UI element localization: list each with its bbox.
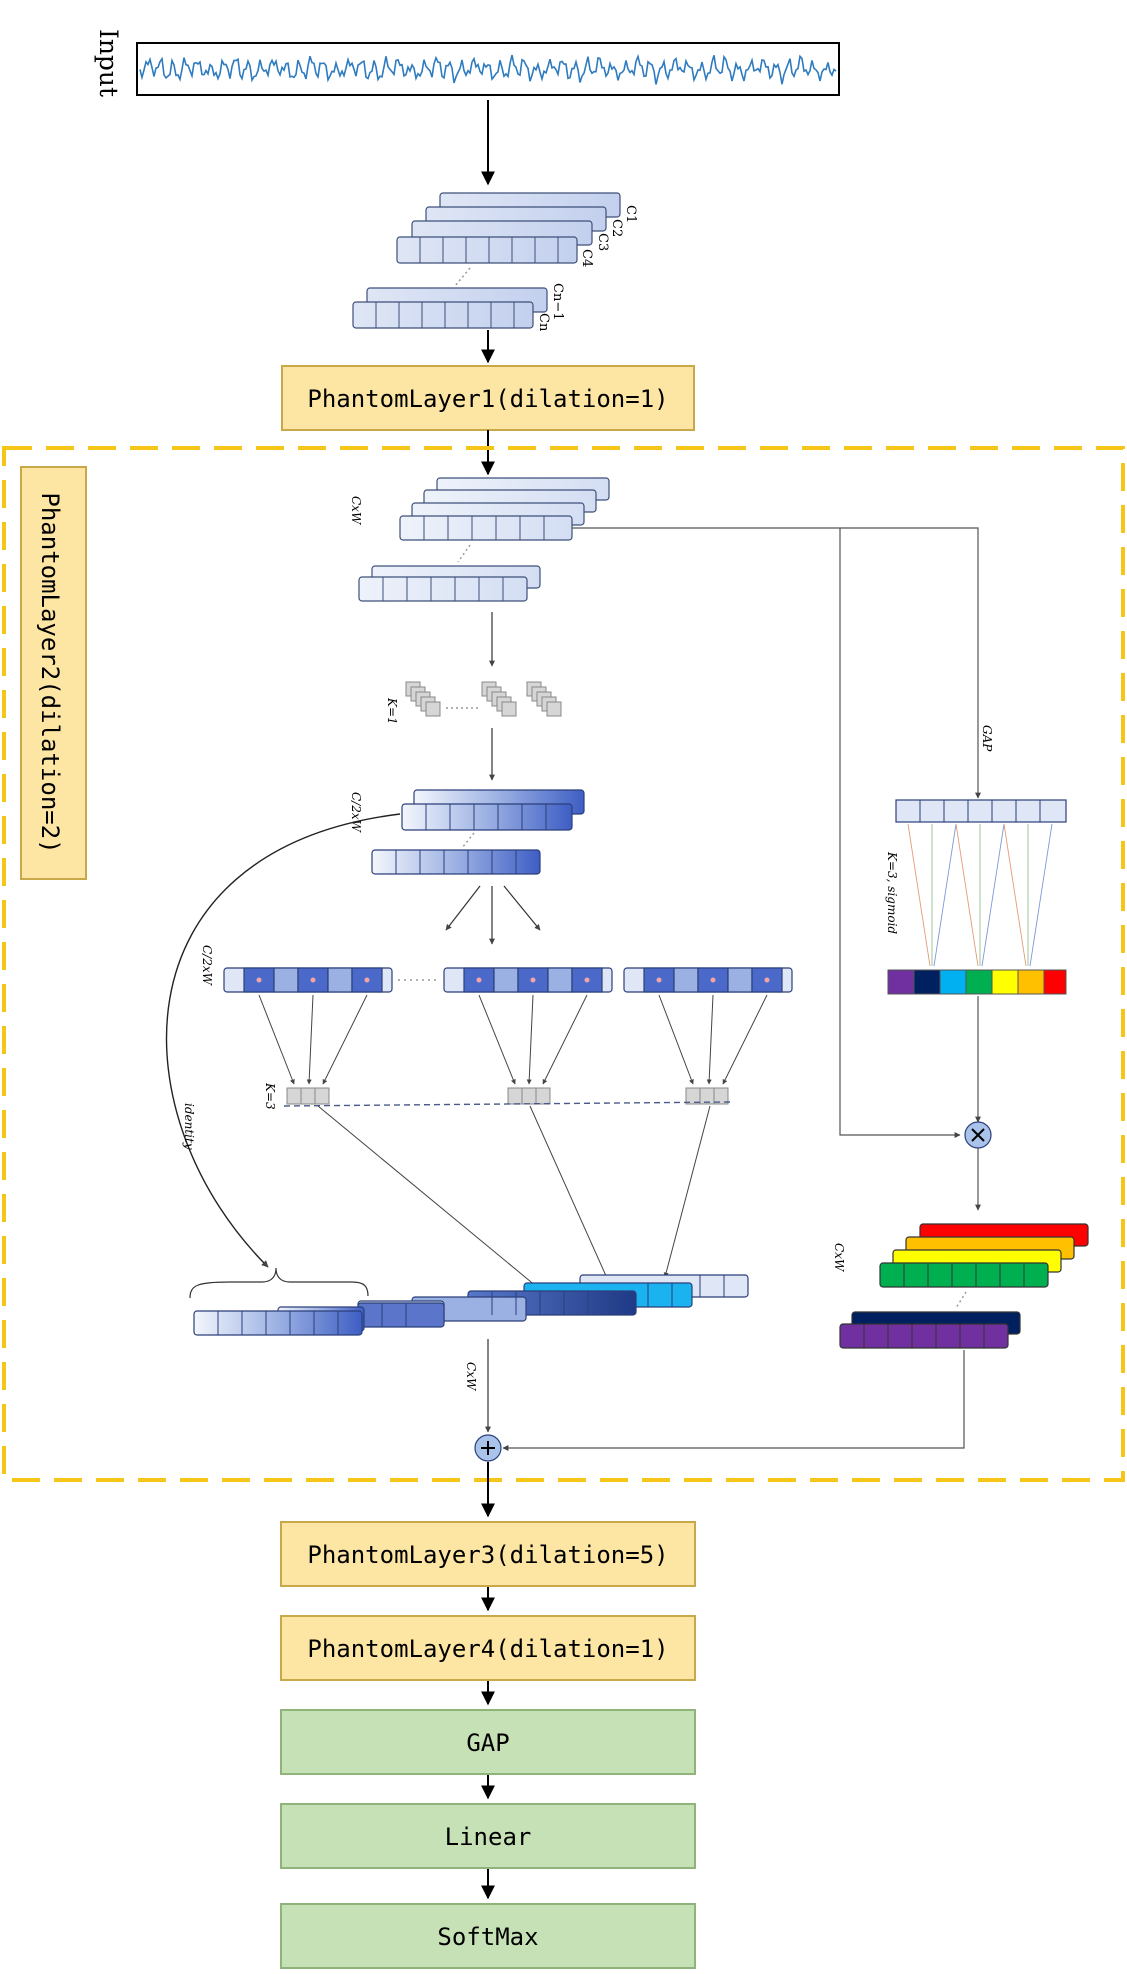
half-channel-stack — [371, 789, 585, 875]
split-groups — [223, 967, 793, 993]
label-c3: C3 — [595, 233, 610, 251]
attention-weights — [887, 969, 1067, 995]
label-c1: C1 — [623, 205, 638, 223]
annotation-k3: K=3 — [263, 1082, 277, 1110]
line-to-gap-branch — [840, 527, 981, 799]
phantom-layer-4-label: PhantomLayer4(dilation=1) — [307, 1635, 668, 1663]
annotation-cxw-bottom: CxW — [464, 1362, 478, 1392]
annotation-k1: K=1 — [385, 697, 399, 725]
phantom-layer-3-box: PhantomLayer3(dilation=5) — [280, 1521, 696, 1587]
weighted-feature-stack — [839, 1223, 1089, 1349]
gap-label: GAP — [466, 1729, 509, 1757]
gap-box: GAP — [280, 1709, 696, 1775]
annotation-cxw-right: CxW — [832, 1243, 846, 1273]
phantom-layer-1-label: PhantomLayer1(dilation=1) — [307, 385, 668, 413]
add-node — [474, 1434, 502, 1462]
input-signal-box — [136, 42, 840, 96]
phantom-layer-3-label: PhantomLayer3(dilation=5) — [307, 1541, 668, 1569]
phantom-layer-1-box: PhantomLayer1(dilation=1) — [281, 365, 695, 431]
label-cn: Cn — [536, 313, 551, 332]
phantom-layer-4-box: PhantomLayer4(dilation=1) — [280, 1615, 696, 1681]
gap-vector — [895, 799, 1067, 823]
k3-conv-arrows — [258, 994, 768, 1085]
phantom2-input-stack — [358, 477, 610, 602]
annotation-identity: identity — [182, 1103, 196, 1150]
annotation-c2xw-a: C/2xW — [349, 792, 363, 834]
k3-kernels — [286, 1087, 729, 1105]
softmax-box: SoftMax — [280, 1903, 696, 1969]
linear-label: Linear — [445, 1823, 532, 1851]
line-residual-right — [572, 527, 961, 1138]
annotation-cxw-top: CxW — [349, 496, 363, 526]
identity-path — [165, 813, 401, 1268]
annotation-k3-sigmoid: K=3, sigmoid — [885, 851, 899, 934]
concatenated-feature-stack — [193, 1274, 749, 1336]
phantom-layer-2-label-box: PhantomLayer2(dilation=2) — [20, 466, 87, 880]
input-label: Input — [94, 29, 123, 97]
multiply-node — [964, 1121, 992, 1149]
channel-stack — [352, 192, 621, 329]
phantom-layer-2-frame — [2, 446, 1125, 1482]
label-c2: C2 — [609, 219, 624, 237]
label-c4: C4 — [579, 249, 594, 267]
line-weighted-to-add — [502, 1350, 965, 1451]
split-arrows — [445, 885, 541, 945]
label-cn-1: Cn−1 — [550, 283, 565, 320]
phantom-layer-2-label: PhantomLayer2(dilation=2) — [36, 492, 64, 853]
annotation-c2xw-b: C/2xW — [200, 945, 214, 987]
k1-kernels — [405, 681, 562, 717]
annotation-gap-branch: GAP — [980, 725, 994, 752]
eca-conv-lines — [907, 823, 1053, 967]
softmax-label: SoftMax — [437, 1923, 538, 1951]
linear-box: Linear — [280, 1803, 696, 1869]
identity-brace — [189, 1267, 369, 1299]
input-waveform — [139, 53, 837, 85]
